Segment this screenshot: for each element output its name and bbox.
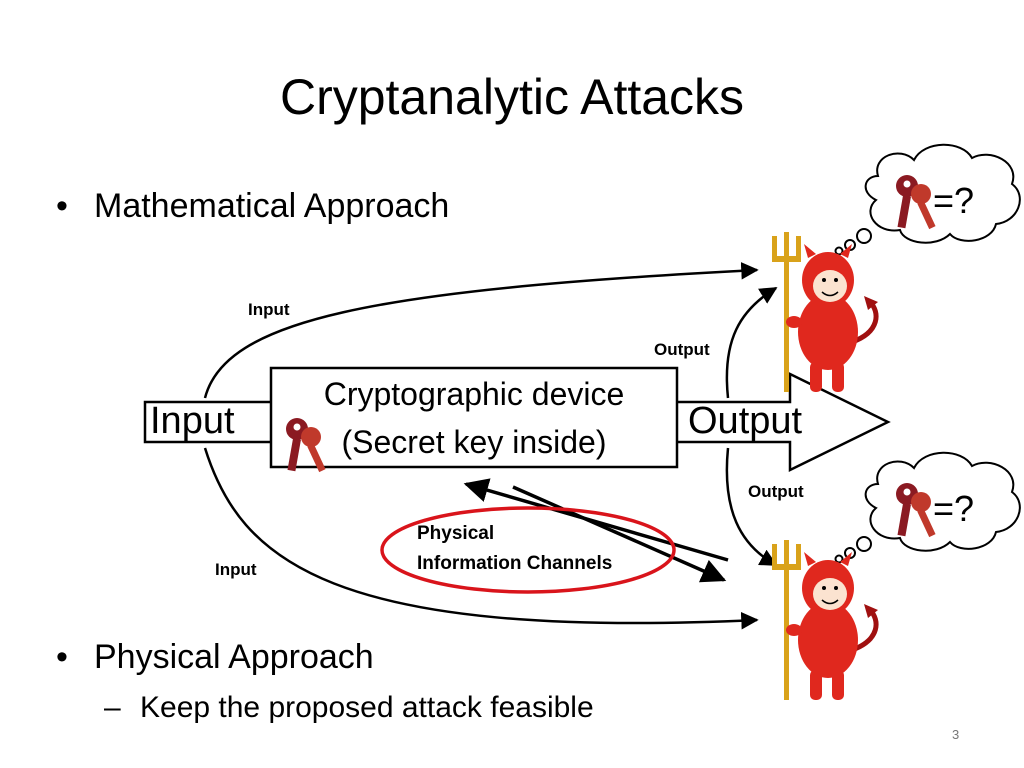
bullet-physical-text: Physical Approach [94, 638, 374, 676]
output-curve-bottom [725, 447, 778, 567]
input-curve-top [203, 262, 759, 399]
slide-title: Cryptanalytic Attacks [279, 69, 745, 125]
output-arrow-label: Output [688, 400, 803, 442]
bullet-math-text: Mathematical Approach [94, 187, 450, 225]
thought-text-top: =? [933, 180, 975, 221]
output-curve-top [725, 286, 778, 399]
key-icon [896, 175, 936, 230]
output-label-bottom: Output [748, 482, 804, 501]
key-icon [896, 483, 936, 538]
bullet-math: • Mathematical Approach [56, 186, 449, 226]
dash-icon: – [104, 691, 121, 724]
channel-label-line-1: Physical [417, 523, 495, 544]
devil-icon [772, 232, 879, 392]
output-arrow-shape [674, 371, 891, 473]
page-number: 3 [952, 727, 960, 742]
devil-icon [772, 540, 879, 700]
bullet-dot-icon: • [56, 638, 68, 676]
device-line-2: (Secret key inside) [341, 424, 607, 460]
output-label-top: Output [654, 340, 710, 359]
channel-ellipse [380, 506, 676, 594]
leak-line-2 [512, 485, 727, 583]
channel-label-line-2: Information Channels [417, 553, 613, 574]
input-label-top: Input [248, 300, 290, 319]
input-arrow-label: Input [150, 400, 235, 442]
thought-text-bottom: =? [933, 488, 975, 529]
input-curve-bottom [203, 447, 759, 630]
key-icon [286, 418, 326, 473]
device-box [269, 366, 679, 469]
sub-bullet: –Keep the proposed attack feasible [104, 690, 594, 726]
device-line-1: Cryptographic device [323, 376, 625, 412]
input-label-bottom: Input [215, 560, 257, 579]
sub-bullet-text: Keep the proposed attack feasible [140, 691, 594, 724]
bullet-physical: • Physical Approach [56, 637, 374, 677]
leak-line-1 [463, 478, 729, 562]
bullet-dot-icon: • [56, 187, 68, 225]
